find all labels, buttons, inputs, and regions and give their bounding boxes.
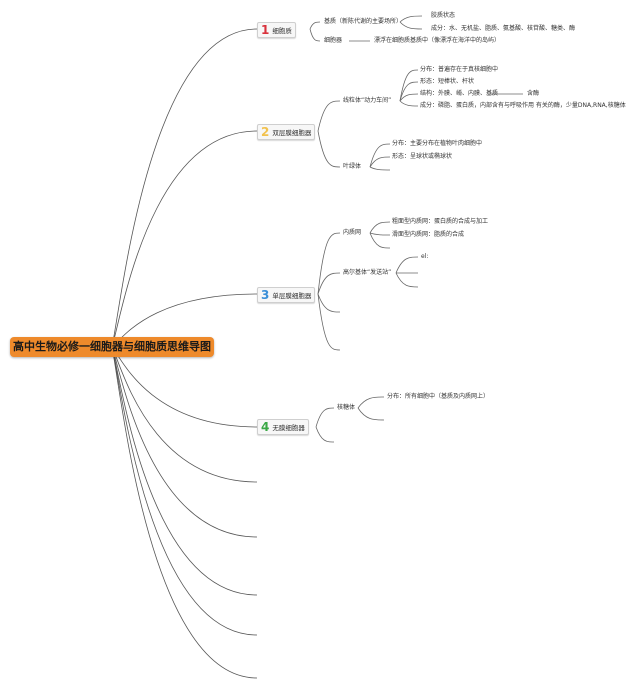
- connector-22: [369, 156, 391, 168]
- connector-16: [399, 69, 419, 102]
- branch-4-label: 无膜细胞器: [272, 424, 305, 432]
- connector-36: [357, 396, 385, 409]
- connector-33: [395, 272, 419, 288]
- connector-1: [111, 130, 258, 348]
- connector-9: [309, 21, 321, 30]
- node-golgi[interactable]: 高尔基体“发送站”: [343, 269, 392, 276]
- connector-12: [399, 21, 423, 30]
- node-smooth-er[interactable]: 滑面型内质网：脂质的合成: [392, 231, 465, 238]
- branch-2-label: 双层膜细胞器: [272, 129, 312, 137]
- node-mito-enzyme[interactable]: 含酶: [527, 90, 540, 97]
- connector-30: [369, 232, 391, 249]
- node-mito-composition[interactable]: 成分：磷脂、蛋白质，内部含有与呼吸作用 有关的酶，少量DNA,RNA,核糖体: [420, 102, 626, 109]
- connector-19: [399, 100, 419, 107]
- node-ribosome[interactable]: 核糖体: [337, 404, 356, 411]
- node-golgi-child[interactable]: el:: [421, 253, 429, 260]
- connector-26: [317, 293, 341, 313]
- connector-17: [399, 81, 419, 102]
- connector-27: [317, 293, 341, 351]
- node-er[interactable]: 内质网: [343, 229, 362, 236]
- node-organelles-desc[interactable]: 漂浮在细胞质基质中（像漂浮在海洋中的岛屿）: [374, 37, 501, 44]
- node-colloid[interactable]: 胶质状态: [431, 12, 456, 19]
- connector-28: [369, 221, 391, 234]
- node-chloro-shape[interactable]: 形态：呈球状或椭球状: [392, 153, 453, 160]
- connector-29: [369, 232, 391, 236]
- connector-25: [317, 272, 341, 295]
- branch-non-membrane[interactable]: 4 无膜细胞器: [257, 419, 309, 435]
- node-matrix[interactable]: 基质（新陈代谢的主要场所）: [324, 18, 403, 25]
- branch-1-label: 细胞质: [272, 27, 292, 35]
- branch-1-number: 1: [261, 23, 270, 37]
- connector-7: [111, 346, 258, 636]
- node-chloro-distribution[interactable]: 分布：主要分布在植物叶肉细胞中: [392, 140, 483, 147]
- branch-4-number: 4: [261, 420, 270, 434]
- connector-23: [369, 166, 391, 171]
- mindmap-root-title[interactable]: 高中生物必修一细胞器与细胞质思维导图: [10, 337, 214, 357]
- connector-11: [399, 15, 423, 23]
- node-mitochondria[interactable]: 线粒体“动力车间”: [343, 97, 392, 104]
- connector-37: [357, 407, 385, 421]
- node-mito-distribution[interactable]: 分布：普遍存在于真核细胞中: [420, 66, 499, 73]
- node-chloroplast[interactable]: 叶绿体: [343, 163, 362, 170]
- connector-3: [111, 346, 258, 428]
- connector-14: [317, 100, 341, 132]
- connector-4: [111, 346, 258, 483]
- branch-3-number: 3: [261, 288, 270, 302]
- branch-cytoplasm[interactable]: 1 细胞质: [257, 22, 296, 38]
- connector-15: [317, 130, 341, 168]
- node-ribosome-distribution[interactable]: 分布：所有细胞中（基质及内质网上）: [387, 393, 490, 400]
- node-rough-er[interactable]: 粗面型内质网：蛋白质的合成与加工: [392, 218, 489, 225]
- connector-10: [309, 28, 321, 42]
- connector-5: [111, 346, 258, 538]
- connector-31: [395, 256, 419, 274]
- node-matrix-composition[interactable]: 成分：水、无机盐、脂质、氨基酸、核苷酸、糖类、酶: [431, 25, 576, 32]
- node-mito-shape[interactable]: 形态：短棒状、杆状: [420, 78, 475, 85]
- connector-8: [111, 346, 258, 679]
- connector-35: [315, 426, 335, 443]
- connector-24: [317, 232, 341, 295]
- branch-2-number: 2: [261, 125, 270, 139]
- connector-0: [111, 28, 258, 348]
- node-organelles[interactable]: 细胞器: [324, 37, 343, 44]
- branch-single-membrane[interactable]: 3 单层膜细胞器: [257, 287, 316, 303]
- connector-18: [399, 93, 419, 102]
- connector-21: [369, 143, 391, 168]
- branch-3-label: 单层膜细胞器: [272, 292, 312, 300]
- connector-34: [315, 407, 335, 428]
- node-mito-structure[interactable]: 结构：外膜、嵴、内膜、基质: [420, 90, 499, 97]
- branch-double-membrane[interactable]: 2 双层膜细胞器: [257, 124, 316, 140]
